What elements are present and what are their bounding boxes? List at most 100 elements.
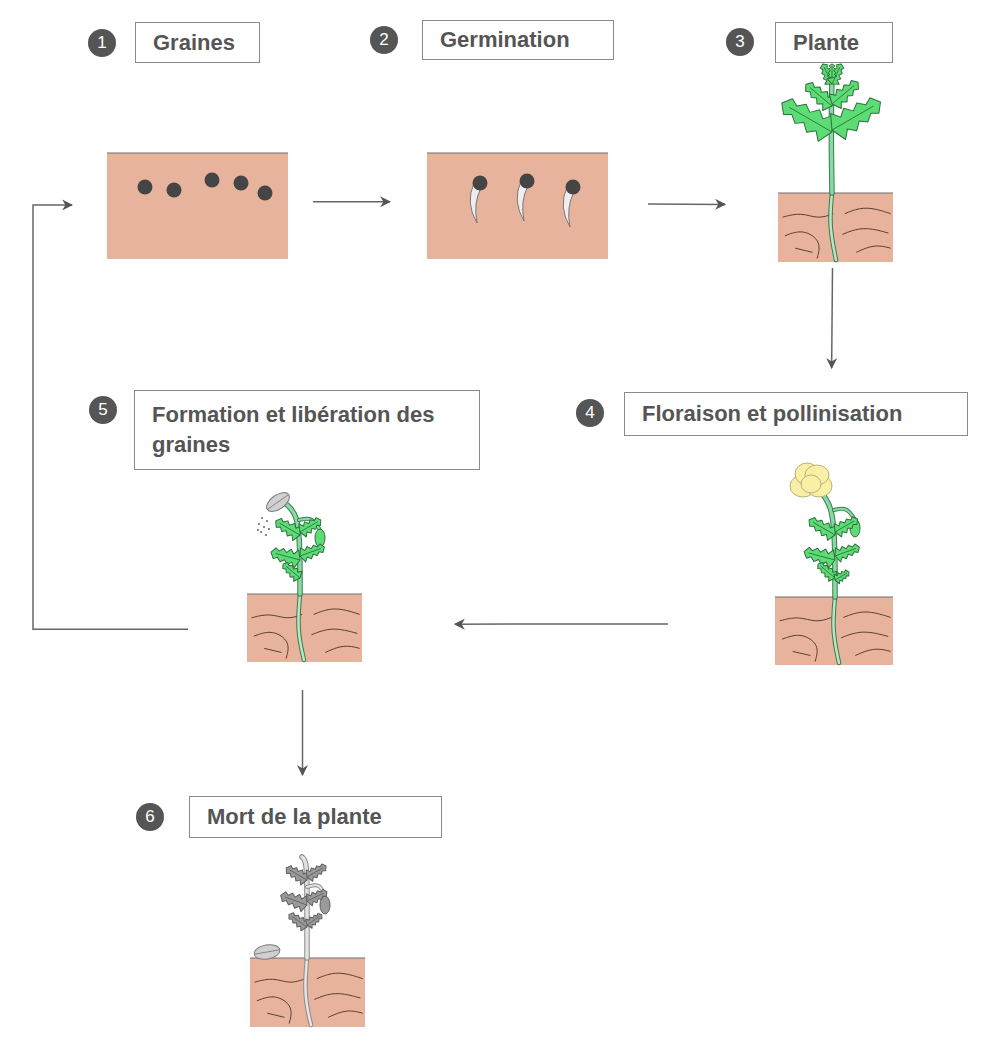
- stage-illustration: [245, 855, 370, 1027]
- cycle-arrow: [313, 201, 390, 203]
- soil-crack: [795, 248, 812, 252]
- leaf-rib: [835, 548, 856, 556]
- stem: [298, 594, 304, 660]
- stage-label: Graines: [135, 22, 260, 63]
- leaf-blade: [304, 860, 330, 882]
- soil-crack: [785, 232, 819, 259]
- seed: [138, 180, 153, 195]
- leaf: [278, 888, 310, 913]
- stage-node: Plante: [760, 70, 905, 262]
- stem-outline: [298, 594, 304, 660]
- soil-surface: [107, 152, 288, 153]
- falling-seed: [266, 520, 268, 522]
- stage-label: Floraison et pollinisation: [624, 392, 968, 436]
- leaf-rib: [307, 916, 320, 925]
- leaf-rib: [832, 85, 854, 104]
- stage-node: Mort de la plante: [245, 855, 370, 1027]
- leaf: [297, 540, 327, 563]
- leaf-rib: [835, 521, 854, 532]
- stage-label: Formation et libération des graines: [134, 390, 480, 470]
- callout-number: 5: [89, 396, 117, 424]
- soil-crack: [842, 229, 888, 235]
- stage-node: Formation et libération des graines: [240, 490, 365, 662]
- stem: [830, 193, 836, 260]
- stem: [286, 504, 300, 594]
- seed: [566, 180, 581, 195]
- soil: [107, 153, 288, 259]
- falling-seed: [263, 526, 265, 528]
- leaf-blade: [827, 64, 836, 78]
- seed: [258, 186, 273, 201]
- soil-crack: [311, 629, 357, 635]
- stem-outline: [833, 597, 839, 663]
- falling-seed: [265, 534, 267, 536]
- seed-capsule: [253, 943, 281, 961]
- soil: [427, 153, 608, 259]
- capsule-body: [253, 943, 281, 961]
- soil-crack: [264, 648, 281, 652]
- soil-crack: [314, 609, 360, 614]
- leaf: [832, 567, 851, 585]
- callout-number: 4: [576, 399, 604, 427]
- callout-number: 2: [370, 26, 398, 54]
- leaf-rib: [279, 523, 300, 535]
- leaf-blade: [296, 514, 324, 539]
- leaf-rib: [832, 106, 873, 130]
- seed: [234, 176, 249, 191]
- soil-crack: [267, 1013, 284, 1017]
- leaf: [279, 559, 304, 583]
- leaf-blade: [304, 910, 325, 929]
- cycle-arrow: [831, 268, 833, 368]
- cycle-arrow: [455, 623, 668, 625]
- falling-seed: [258, 523, 260, 525]
- stage-illustration: [240, 490, 365, 662]
- leaf-rib: [275, 553, 300, 560]
- soil-crack: [255, 979, 306, 982]
- soil-crack: [328, 1011, 363, 1017]
- leaf-blade: [278, 888, 310, 913]
- petal: [801, 475, 821, 493]
- leaf-blade: [826, 61, 847, 87]
- falling-seed: [260, 531, 262, 533]
- stage-label: Germination: [422, 20, 614, 60]
- leaf: [296, 514, 324, 539]
- leaf-rib: [813, 522, 835, 535]
- cycle-arrow: [648, 203, 725, 205]
- soil-crack: [856, 246, 891, 252]
- leaf: [827, 64, 836, 78]
- seed: [167, 183, 182, 198]
- stem-outline: [817, 488, 835, 597]
- leaf-rib: [789, 107, 832, 132]
- soil-crack: [783, 214, 834, 217]
- leaf: [831, 513, 861, 539]
- soil-crack: [855, 649, 890, 655]
- stage-node: Germination: [427, 153, 608, 259]
- soil-crack: [252, 614, 303, 617]
- stem: [305, 958, 311, 1025]
- leaf-blade: [832, 567, 851, 585]
- leaf-rib: [809, 553, 835, 560]
- leaf-blade: [279, 559, 304, 583]
- soil: [778, 193, 893, 262]
- leaf: [832, 540, 862, 563]
- stem: [817, 488, 835, 597]
- stage-label: Mort de la plante: [189, 796, 442, 838]
- soil-surface: [427, 152, 608, 153]
- soil-crack: [845, 208, 891, 214]
- soil-crack: [843, 612, 890, 617]
- soil-crack: [254, 632, 288, 658]
- leaf-blade: [832, 540, 862, 563]
- soil-crack: [314, 994, 360, 1000]
- seed: [520, 174, 535, 189]
- stem-outline: [830, 193, 836, 260]
- soil-crack: [780, 617, 832, 620]
- soil-crack: [793, 651, 811, 655]
- leaf-rib: [307, 893, 324, 901]
- leaf-rib: [300, 548, 321, 556]
- leaf: [304, 910, 325, 929]
- leaf-rib: [832, 66, 833, 78]
- stage-illustration: [760, 70, 905, 262]
- leaf-blade: [831, 513, 861, 539]
- leaf: [304, 886, 330, 907]
